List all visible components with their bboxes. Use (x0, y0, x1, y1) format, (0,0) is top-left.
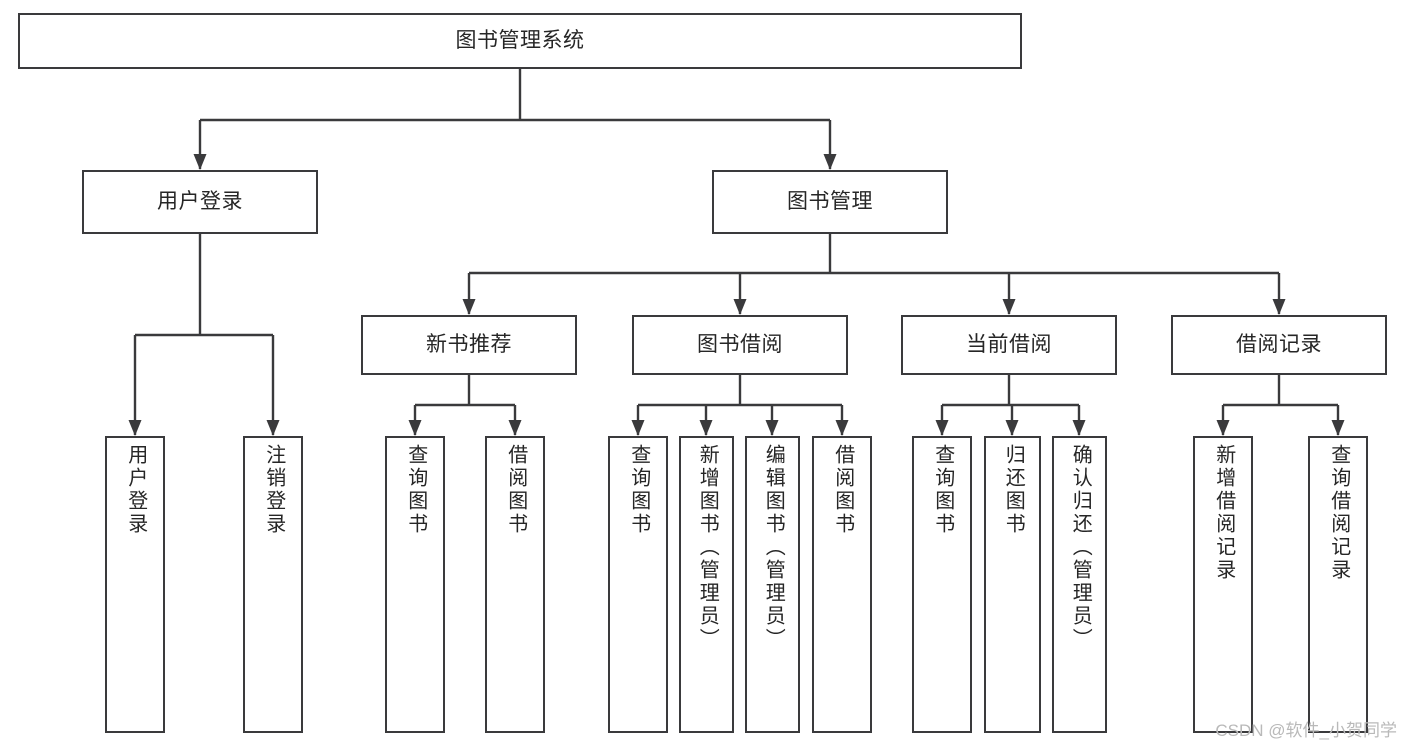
arrow-head-borrow-to-leaves-1 (699, 420, 713, 436)
node-leaf-confirm-return-admin[interactable]: 确认归还（管理员） (1052, 436, 1107, 733)
arrow-head-recommend-to-leaves-0 (408, 420, 422, 436)
node-leaf-query-book-current[interactable]: 查询图书 (912, 436, 972, 733)
arrow-head-bookmgmt-to-level2-0 (462, 299, 476, 315)
node-label-borrow-record: 借阅记录 (1236, 332, 1322, 356)
arrow-head-borrow-to-leaves-3 (835, 420, 849, 436)
arrow-head-root-to-level1-0 (193, 154, 207, 170)
node-leaf-query-book-recommend[interactable]: 查询图书 (385, 436, 445, 733)
node-leaf-query-book-borrow[interactable]: 查询图书 (608, 436, 668, 733)
arrow-head-userlogin-to-leaves-1 (266, 420, 280, 436)
node-current-borrow[interactable]: 当前借阅 (901, 315, 1117, 375)
arrow-head-borrow-to-leaves-0 (631, 420, 645, 436)
arrow-head-current-to-leaves-0 (935, 420, 949, 436)
node-label-leaf-borrow-book-recommend: 借阅图书 (504, 444, 527, 536)
node-leaf-borrow-book-recommend[interactable]: 借阅图书 (485, 436, 545, 733)
node-leaf-query-borrow-record[interactable]: 查询借阅记录 (1308, 436, 1368, 733)
node-label-book-management: 图书管理 (787, 189, 873, 213)
node-leaf-user-logout[interactable]: 注销登录 (243, 436, 303, 733)
arrow-head-record-to-leaves-0 (1216, 420, 1230, 436)
node-book-management[interactable]: 图书管理 (712, 170, 948, 234)
node-leaf-borrow-book[interactable]: 借阅图书 (812, 436, 872, 733)
node-label-leaf-add-borrow-record: 新增借阅记录 (1212, 444, 1235, 582)
node-label-new-book-recommend: 新书推荐 (426, 332, 512, 356)
node-leaf-edit-book-admin[interactable]: 编辑图书（管理员） (745, 436, 800, 733)
arrow-head-borrow-to-leaves-2 (765, 420, 779, 436)
node-user-login[interactable]: 用户登录 (82, 170, 318, 234)
node-borrow-record[interactable]: 借阅记录 (1171, 315, 1387, 375)
node-label-user-login: 用户登录 (157, 189, 243, 213)
node-label-leaf-add-book-admin: 新增图书（管理员） (696, 444, 719, 651)
node-label-leaf-edit-book-admin: 编辑图书（管理员） (762, 444, 785, 651)
arrow-head-userlogin-to-leaves-0 (128, 420, 142, 436)
arrow-head-current-to-leaves-1 (1005, 420, 1019, 436)
node-book-borrow[interactable]: 图书借阅 (632, 315, 848, 375)
node-label-leaf-borrow-book: 借阅图书 (831, 444, 854, 536)
node-leaf-add-borrow-record[interactable]: 新增借阅记录 (1193, 436, 1253, 733)
watermark-text: CSDN @软件_小贺同学 (1215, 721, 1397, 740)
arrow-head-record-to-leaves-1 (1331, 420, 1345, 436)
node-label-root: 图书管理系统 (455, 28, 585, 52)
node-label-book-borrow: 图书借阅 (697, 332, 783, 356)
arrow-head-bookmgmt-to-level2-3 (1272, 299, 1286, 315)
arrow-head-recommend-to-leaves-1 (508, 420, 522, 436)
node-label-current-borrow: 当前借阅 (966, 332, 1052, 356)
arrow-head-current-to-leaves-2 (1072, 420, 1086, 436)
node-leaf-add-book-admin[interactable]: 新增图书（管理员） (679, 436, 734, 733)
node-new-book-recommend[interactable]: 新书推荐 (361, 315, 577, 375)
node-leaf-return-book[interactable]: 归还图书 (984, 436, 1041, 733)
arrow-head-root-to-level1-1 (823, 154, 837, 170)
arrow-head-bookmgmt-to-level2-1 (733, 299, 747, 315)
node-label-leaf-return-book: 归还图书 (1002, 444, 1025, 536)
node-label-leaf-confirm-return-admin: 确认归还（管理员） (1069, 444, 1092, 651)
node-label-leaf-user-login: 用户登录 (124, 444, 147, 536)
node-label-leaf-query-book-borrow: 查询图书 (627, 444, 650, 536)
node-leaf-user-login[interactable]: 用户登录 (105, 436, 165, 733)
arrow-head-bookmgmt-to-level2-2 (1002, 299, 1016, 315)
node-label-leaf-query-book-recommend: 查询图书 (404, 444, 427, 536)
node-label-leaf-query-book-current: 查询图书 (931, 444, 954, 536)
node-label-leaf-query-borrow-record: 查询借阅记录 (1327, 444, 1350, 582)
node-label-leaf-user-logout: 注销登录 (262, 444, 285, 536)
node-root[interactable]: 图书管理系统 (18, 13, 1022, 69)
